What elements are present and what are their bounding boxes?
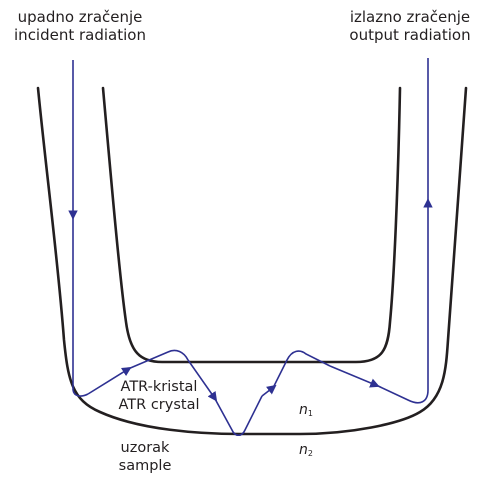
beam-segment-2 [127,349,189,370]
sample-label: uzorak sample [100,439,190,475]
atr-crystal-label-line2: ATR crystal [118,397,200,413]
n1-subscript: 1 [307,409,313,418]
beam-segment-1 [87,366,132,395]
atr-crystal-label-line1: ATR-kristal [120,379,198,395]
n2-subscript: 2 [307,449,313,458]
sample-label-line2: sample [118,458,172,474]
sample-label-line1: uzorak [120,440,170,456]
incident-radiation-label-line2: incident radiation [14,26,146,44]
n2-symbol: n [299,442,308,458]
beam-segment-3 [187,359,218,402]
crystal-inner-outline [101,86,402,364]
incident-radiation-label-line1: upadno zračenje [17,8,143,26]
output-radiation-label-line1: izlazno zračenje [349,8,471,26]
beam-segment-4 [213,395,263,437]
output-radiation-label-line2: output radiation [349,26,471,44]
beam-segment-7 [329,365,380,388]
atr-crystal-label: ATR-kristal ATR crystal [104,378,214,414]
beam-bottom-corner-left [72,389,89,397]
n1-symbol: n [299,402,308,418]
output-radiation-label: izlazno zračenje output radiation [330,8,490,44]
refractive-index-n2-label: n2 [299,442,313,458]
beam-segment-8 [375,384,429,404]
incident-radiation-label: upadno zračenje incident radiation [0,8,160,44]
refractive-index-n1-label: n1 [299,402,313,418]
crystal-outer-outline [36,86,468,436]
beam-segment-6 [272,350,331,389]
